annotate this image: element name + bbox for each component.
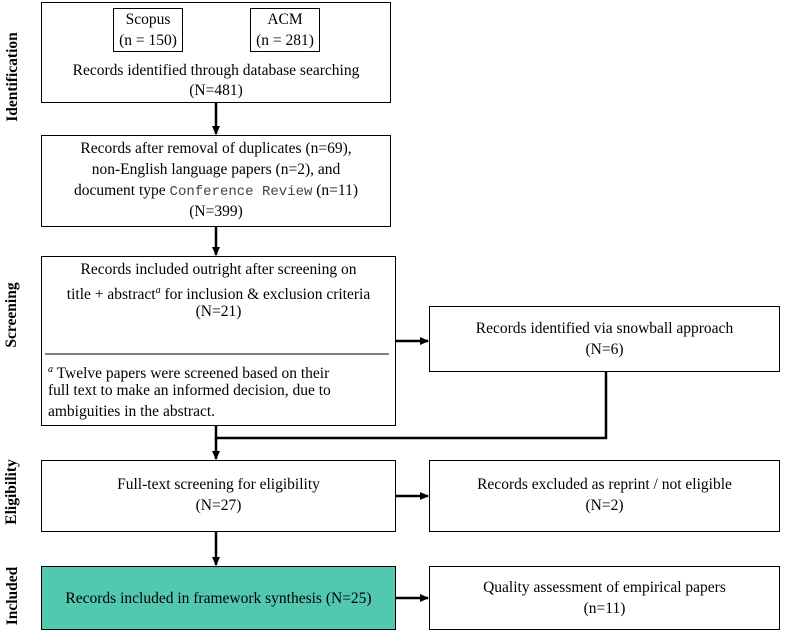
outright-line1: Records included outright after screenin… [80, 261, 357, 278]
conference-review-code: Conference Review [169, 184, 313, 200]
line-snowball-merge [216, 372, 608, 440]
outright-box [41, 256, 396, 426]
fulltext-count: (N=27) [195, 497, 242, 514]
identification-box [41, 2, 391, 103]
outright-line2-pre: title + abstract [66, 286, 156, 304]
identified-text: Records identified through database sear… [72, 62, 360, 79]
footnote: a Twelve papers were screened based on t… [48, 359, 388, 384]
fulltext-text: Full-text screening for eligibility [117, 476, 320, 493]
fulltext-box [41, 460, 396, 532]
outright-line2-post: for inclusion & exclusion criteria [160, 286, 371, 304]
scopus-box [113, 8, 183, 52]
excluded-box [429, 460, 780, 532]
footnote-marker: a [155, 285, 161, 296]
after-removal-count: (N=399) [189, 203, 243, 220]
after-removal-line3-post: (n=11) [316, 182, 358, 199]
excluded-text: Records excluded as reprint / not eligib… [477, 476, 732, 493]
quality-count: (n=11) [583, 600, 626, 617]
snowball-text: Records identified via snowball approach [475, 320, 734, 337]
after-removal-box [41, 135, 391, 227]
after-removal-line3-pre: document type [73, 182, 166, 199]
acm-count: (n = 281) [256, 32, 314, 49]
outright-count: (N=21) [195, 303, 242, 320]
acm-box [250, 8, 320, 52]
identified-count: (N=481) [189, 82, 243, 99]
quality-box [429, 566, 780, 630]
snowball-count: (N=6) [585, 341, 624, 358]
after-removal-line2: non-English language papers (n=2), and [91, 161, 341, 178]
excluded-count: (N=2) [585, 497, 624, 514]
synthesis-text: Records included in framework synthesis … [65, 590, 372, 607]
acm-name: ACM [267, 11, 303, 28]
quality-text: Quality assessment of empirical papers [483, 579, 726, 596]
after-removal-line1: Records after removal of duplicates (n=6… [80, 140, 352, 157]
footnote-line1: Twelve papers were screened based on the… [56, 365, 330, 383]
footnote-line3: ambiguities in the abstract. [48, 403, 216, 420]
scopus-name: Scopus [125, 11, 171, 28]
outright-line2: title + abstracta for inclusion & exclus… [41, 280, 396, 305]
after-removal-line3: document type Conference Review (n=11) [41, 180, 391, 203]
footnote-mark: a [48, 364, 53, 375]
footnote-line2: full text to make an informed decision, … [48, 382, 331, 399]
scopus-count: (n = 150) [119, 32, 177, 49]
synthesis-box [41, 566, 396, 630]
snowball-box [429, 306, 780, 372]
